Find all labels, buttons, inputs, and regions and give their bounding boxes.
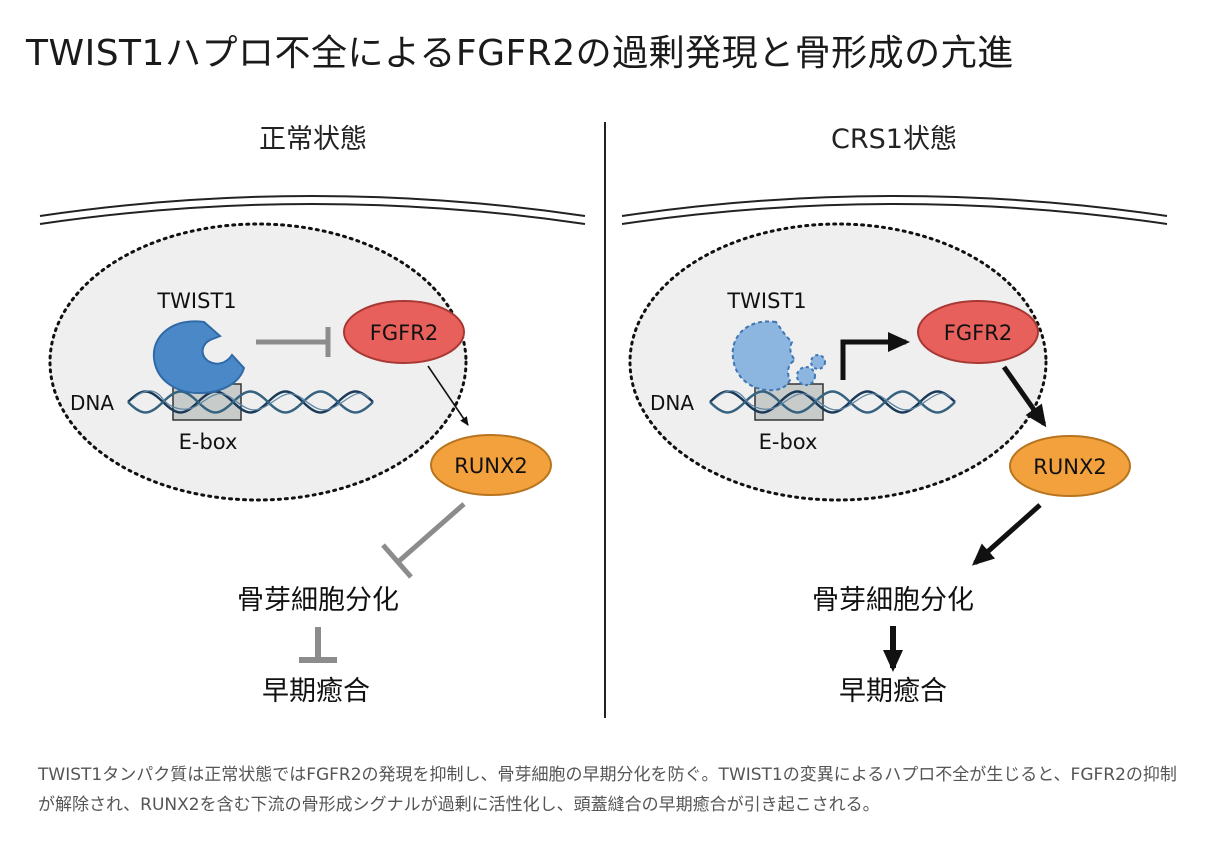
fusion-label-normal: 早期癒合: [262, 676, 370, 707]
fusion-label-crs1: 早期癒合: [839, 676, 947, 707]
runx2-label-crs1: RUNX2: [1033, 455, 1106, 479]
fgfr2-label-crs1: FGFR2: [944, 321, 1012, 345]
runx2-node-normal: [430, 434, 552, 496]
panel-heading-crs1: CRS1状態: [831, 124, 957, 155]
activate-arrow-fgfr2: [840, 332, 910, 380]
arrow-fgfr2-runx2-normal: [427, 365, 469, 426]
panel-heading-normal: 正常状態: [259, 124, 367, 155]
inhibit-osteoblast-fusion: [299, 627, 337, 663]
ebox-label-normal: E-box: [179, 430, 238, 454]
page-title: TWIST1ハプロ不全によるFGFR2の過剰発現と骨形成の亢進: [26, 33, 1014, 74]
diagram: 正常状態 DNA E-box TWIST1 FGFR2 RUNX2 骨芽細胞分化: [39, 122, 1168, 718]
ebox-label-crs1: E-box: [759, 430, 818, 454]
fgfr2-node-normal: [343, 300, 465, 364]
figure-caption: TWIST1タンパク質は正常状態ではFGFR2の発現を抑制し、骨芽細胞の早期分化…: [38, 765, 1177, 815]
twist1-label-normal: TWIST1: [156, 289, 236, 313]
dna-label-crs1: DNA: [650, 391, 694, 415]
arrow-fgfr2-runx2-crs1: [1001, 365, 1047, 428]
dna-label-normal: DNA: [70, 391, 114, 415]
panel-crs1: CRS1状態 DNA E-box TWIST1 FGFR2 RUNX2 骨芽細胞…: [621, 124, 1168, 707]
arrow-runx2-osteoblast: [972, 503, 1042, 566]
osteoblast-label-crs1: 骨芽細胞分化: [812, 585, 974, 616]
runx2-node-crs1: [1009, 435, 1131, 497]
nucleus-normal: [48, 222, 468, 502]
inhibit-runx2-osteoblast: [381, 502, 466, 579]
cell-membrane-normal: [39, 195, 586, 225]
panel-normal: 正常状態 DNA E-box TWIST1 FGFR2 RUNX2 骨芽細胞分化: [39, 124, 586, 707]
nucleus-crs1: [628, 222, 1048, 502]
osteoblast-label-normal: 骨芽細胞分化: [237, 585, 399, 616]
twist1-protein-mutant: [731, 320, 826, 392]
cell-membrane-crs1: [621, 195, 1168, 225]
twist1-protein-normal: [152, 320, 246, 395]
fgfr2-node-crs1: [917, 300, 1039, 364]
twist1-label-crs1: TWIST1: [726, 289, 806, 313]
runx2-label-normal: RUNX2: [454, 454, 527, 478]
inhibit-twist1-fgfr2: [256, 327, 331, 357]
fgfr2-label-normal: FGFR2: [370, 321, 438, 345]
ebox-region-crs1: [754, 383, 824, 421]
